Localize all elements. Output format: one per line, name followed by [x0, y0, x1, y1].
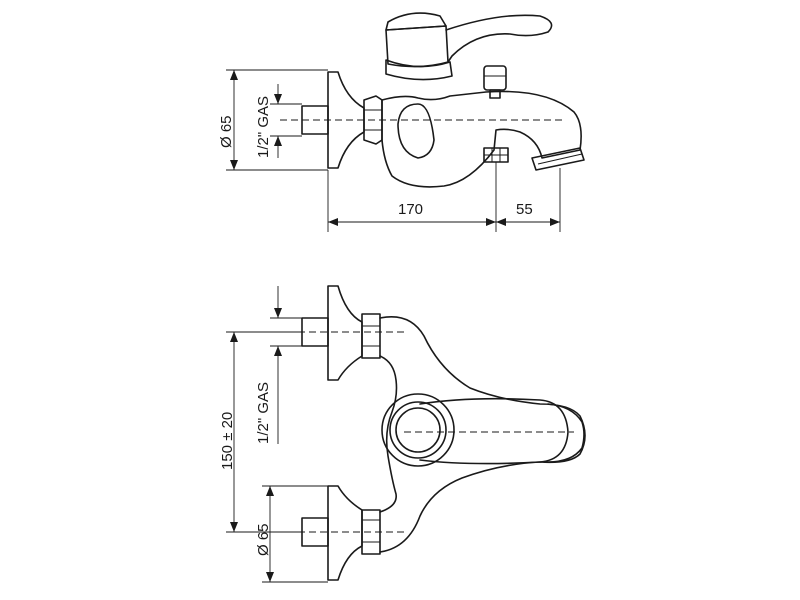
- side-thread-label: 1/2" GAS: [255, 96, 272, 158]
- top-diameter-label: Ø 65: [255, 523, 272, 556]
- side-shower-outlet: [483, 147, 509, 163]
- top-dim-diameter: Ø 65: [255, 485, 328, 583]
- top-upper-flange: [327, 285, 363, 381]
- top-dim-thread: 1/2" GAS: [255, 286, 302, 444]
- side-dim-length: 170: [327, 162, 497, 232]
- side-lever-handle: [385, 12, 553, 81]
- top-cartridge: [381, 393, 455, 467]
- side-diameter-label: Ø 65: [218, 115, 235, 148]
- top-lever-handle: [419, 397, 585, 465]
- side-diverter-knob: [483, 65, 507, 99]
- side-dim-diameter: Ø 65: [218, 69, 328, 171]
- top-lower-flange: [327, 485, 363, 581]
- top-dim-spacing: 150 ± 20: [219, 331, 300, 533]
- side-spout-outlet: [531, 147, 585, 171]
- top-upper-nut: [361, 313, 381, 359]
- top-thread-label: 1/2" GAS: [255, 382, 272, 444]
- top-mixer-body: [379, 316, 586, 553]
- top-view: 150 ± 20 1/2" GAS Ø 65: [219, 285, 586, 583]
- side-dim-thread: 1/2" GAS: [255, 84, 302, 158]
- side-mixer-body: [381, 90, 582, 188]
- side-spout-label: 55: [516, 201, 533, 218]
- top-spacing-label: 150 ± 20: [219, 412, 236, 470]
- side-length-label: 170: [398, 201, 423, 218]
- side-view: Ø 65 1/2" GAS 170 55: [218, 12, 585, 232]
- side-dim-spout: 55: [496, 168, 561, 232]
